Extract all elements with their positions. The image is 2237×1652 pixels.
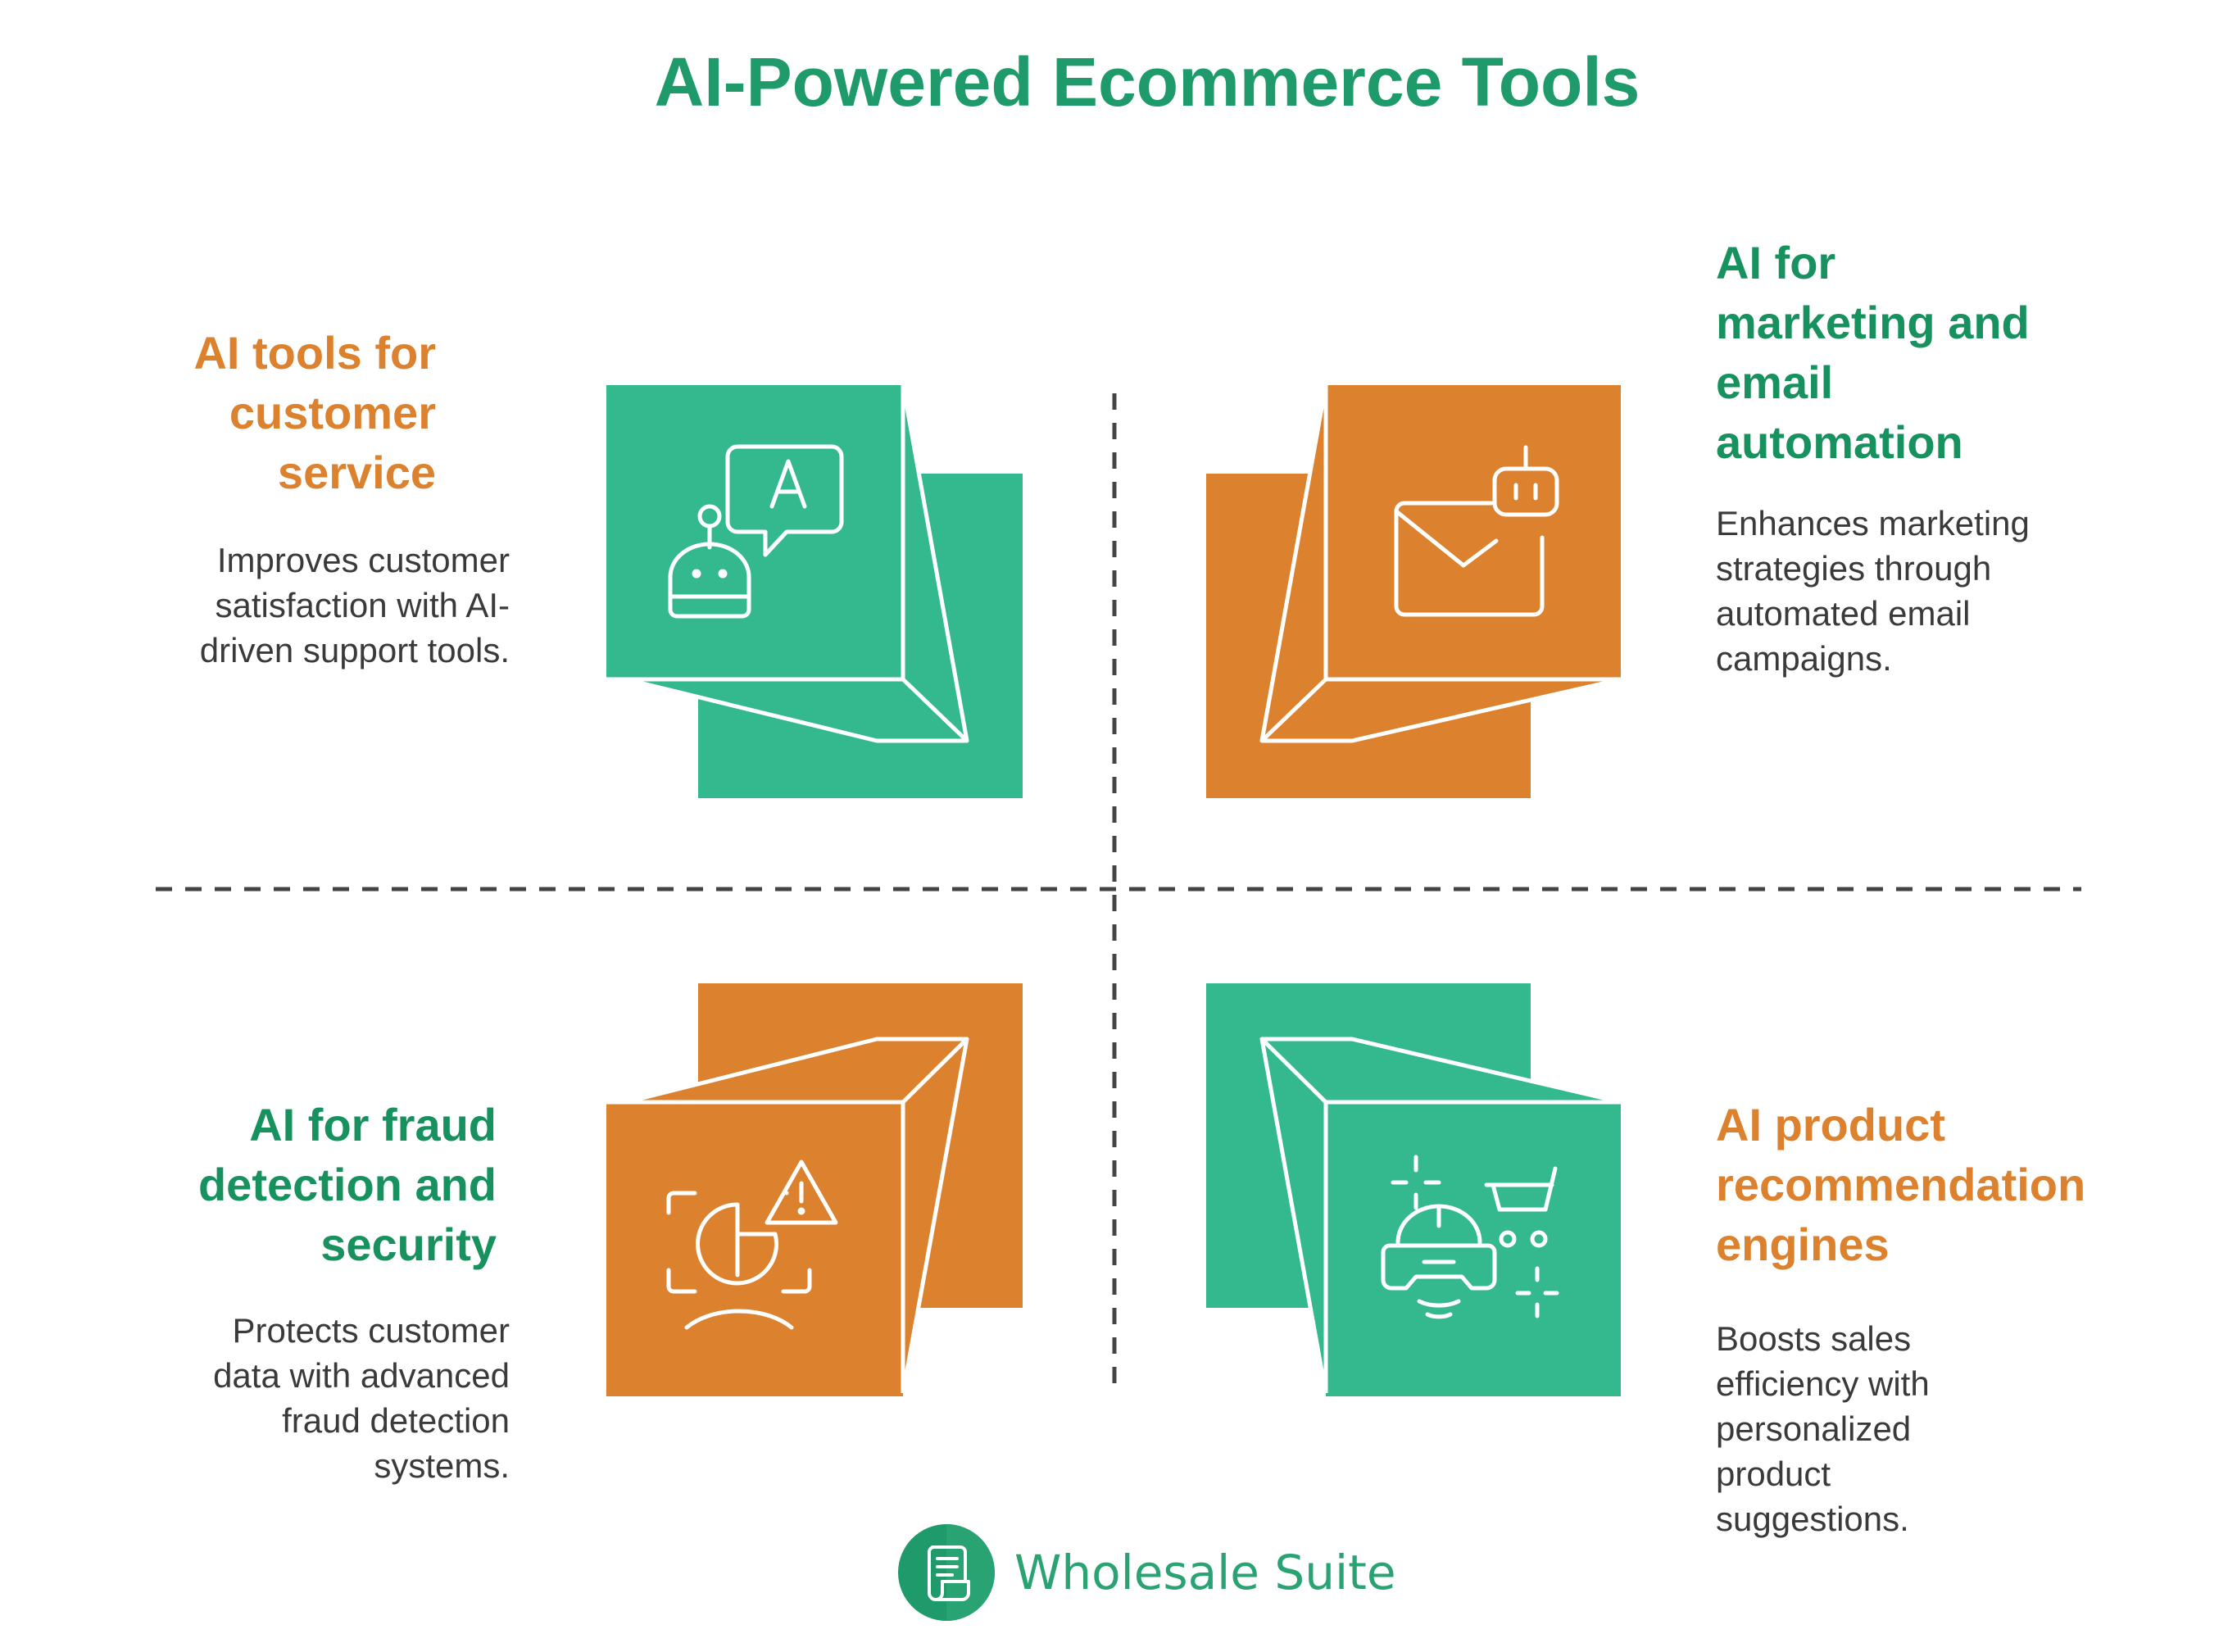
- customer-service-description: Improves customer satisfaction with AI- …: [100, 538, 510, 673]
- customer-service-box: [606, 384, 1023, 798]
- description-line: fraud detection: [282, 1401, 510, 1440]
- description-line: Improves customer: [216, 541, 510, 579]
- description-line: campaigns.: [1716, 639, 1892, 678]
- brand-footer: Wholesale Suite: [898, 1524, 1396, 1621]
- description-line: product: [1716, 1455, 1831, 1493]
- description-line: suggestions.: [1716, 1500, 1909, 1538]
- heading-line: service: [277, 447, 436, 498]
- description-line: automated email: [1716, 594, 1971, 633]
- heading-line: engines: [1716, 1219, 1890, 1270]
- heading-line: AI for fraud: [249, 1099, 497, 1150]
- email-automation-box: [1206, 384, 1622, 798]
- heading-line: AI for: [1716, 237, 1836, 288]
- face-scan-warning-icon: [666, 1160, 838, 1330]
- product-recommendation-box: [1206, 983, 1622, 1396]
- description-line: Protects customer: [232, 1311, 510, 1350]
- heading-line: recommendation: [1716, 1159, 2086, 1210]
- description-line: Enhances marketing: [1716, 504, 2030, 542]
- heading-line: detection and: [197, 1159, 497, 1210]
- description-line: satisfaction with AI-: [215, 586, 510, 624]
- fraud-detection-heading: AI for fraud detection and security: [87, 1095, 497, 1274]
- fraud-detection-box: [606, 983, 1023, 1396]
- heading-line: customer: [229, 387, 436, 438]
- description-line: personalized: [1716, 1409, 1912, 1448]
- description-line: data with advanced: [213, 1356, 510, 1395]
- email-automation-description: Enhances marketing strategies through au…: [1716, 501, 2142, 681]
- heading-line: AI product: [1716, 1099, 1945, 1150]
- description-line: Boosts sales: [1716, 1319, 1912, 1358]
- product-recommendation-description: Boosts sales efficiency with personalize…: [1716, 1316, 2142, 1541]
- heading-line: marketing and: [1716, 297, 2030, 348]
- heading-line: email: [1716, 356, 1834, 408]
- heading-line: AI tools for: [193, 327, 436, 379]
- wholesale-suite-logo-icon: [898, 1524, 995, 1621]
- email-automation-heading: AI for marketing and email automation: [1716, 233, 2142, 472]
- brand-name: Wholesale Suite: [1014, 1545, 1396, 1600]
- heading-line: automation: [1716, 416, 1963, 468]
- customer-service-heading: AI tools for customer service: [59, 323, 436, 502]
- description-line: driven support tools.: [199, 631, 510, 669]
- vr-shopping-icon: [1381, 1155, 1559, 1319]
- description-line: efficiency with: [1716, 1364, 1930, 1403]
- chatbot-icon: [668, 444, 844, 619]
- email-bot-icon: [1394, 445, 1559, 617]
- product-recommendation-heading: AI product recommendation engines: [1716, 1095, 2175, 1274]
- description-line: strategies through: [1716, 549, 1992, 588]
- description-line: systems.: [374, 1446, 510, 1485]
- fraud-detection-description: Protects customer data with advanced fra…: [100, 1308, 510, 1488]
- heading-line: security: [320, 1219, 497, 1270]
- page-title: AI-Powered Ecommerce Tools: [654, 43, 1640, 120]
